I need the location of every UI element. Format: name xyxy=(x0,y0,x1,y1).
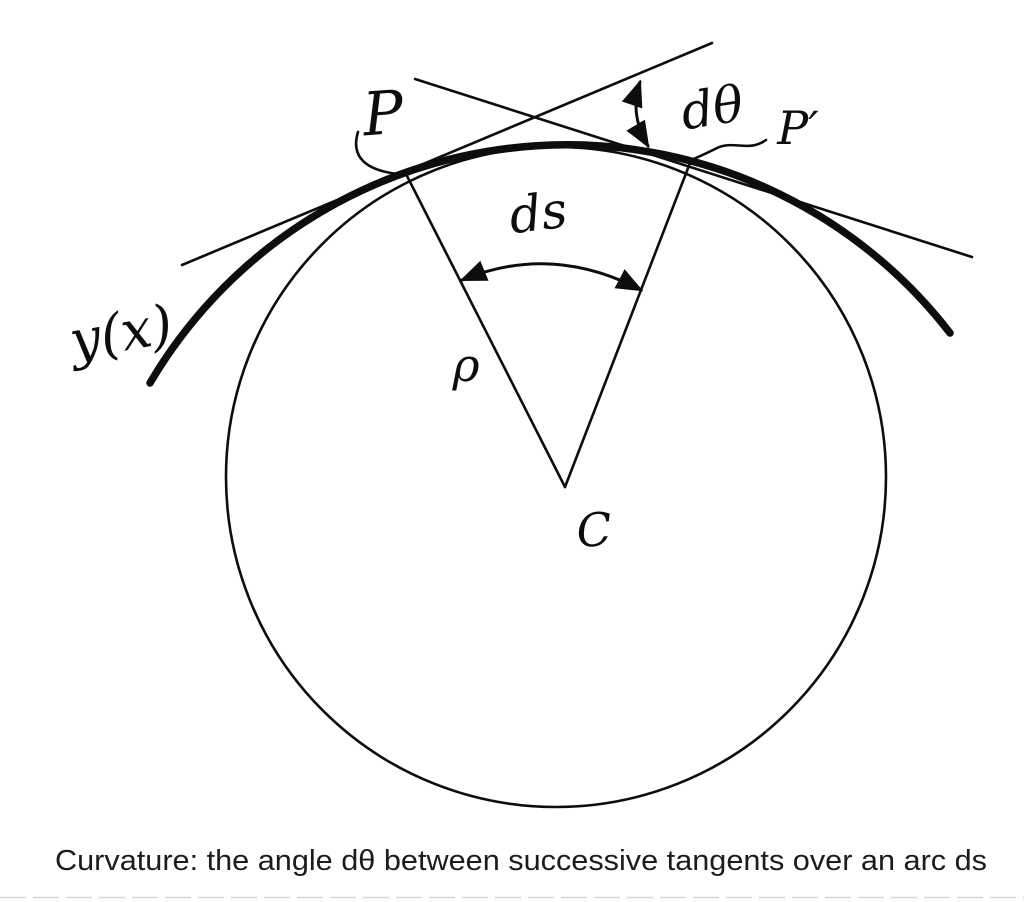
d-theta-angle-arrow xyxy=(621,79,650,149)
p-label-leader xyxy=(354,130,400,176)
tangent-line-at-p xyxy=(180,41,714,267)
osculating-circle xyxy=(224,145,888,809)
point-p-prime-label: P′ xyxy=(776,101,819,155)
radius-to-p-prime xyxy=(563,161,692,489)
center-c-label: C xyxy=(575,502,614,558)
ds-arc-arrow xyxy=(459,260,644,292)
rho-radius-label: ρ xyxy=(451,338,479,392)
figure-caption: Curvature: the angle dθ between successi… xyxy=(55,845,987,877)
d-theta-label: dθ xyxy=(677,74,747,141)
ds-label: ds xyxy=(506,181,570,246)
point-p-label: P xyxy=(360,78,408,151)
tangent-line-at-p-prime xyxy=(413,77,974,259)
curve-y-of-x xyxy=(146,141,954,387)
p-prime-label-leader xyxy=(684,138,768,164)
radius-to-p xyxy=(403,170,567,489)
